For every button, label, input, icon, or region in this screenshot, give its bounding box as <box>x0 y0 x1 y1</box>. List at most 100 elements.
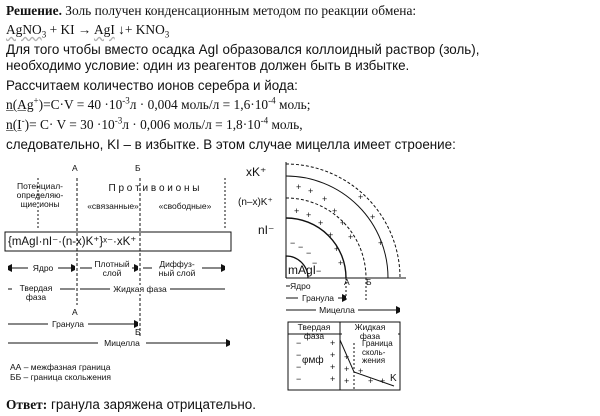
svg-text:+: + <box>340 218 345 228</box>
subscript-3b: 3 <box>164 29 170 40</box>
potential-ions-label: Потенциал- определяю- щие ионы <box>16 181 64 209</box>
diffuse-layer-label: Диффуз- ный слой <box>152 260 202 278</box>
sup-neg3b: -3 <box>114 115 123 126</box>
core-label-right: Ядро <box>290 281 311 291</box>
svg-text:−: − <box>316 266 321 276</box>
svg-text:+: + <box>380 376 385 386</box>
mark-a-top: А <box>72 163 78 173</box>
svg-text:−: − <box>298 242 303 252</box>
sup-neg4: -4 <box>268 95 276 106</box>
mark-a-right: А <box>344 277 350 287</box>
counter-ions-label: П р о т и в о и о н ы <box>108 183 200 194</box>
answer-text: гранула заряжена отрицательно. <box>47 397 256 412</box>
mark-b-right: Б <box>366 277 372 287</box>
micelle-scheme-left: А Б Потенциал- определяю- щие ионы П р о… <box>0 160 285 382</box>
magi-label: mAgI <box>288 263 317 277</box>
svg-text:+: + <box>334 244 339 254</box>
n-i-post: моль, <box>268 117 303 132</box>
svg-text:−: − <box>296 374 301 384</box>
core-label: Ядро <box>28 264 58 273</box>
solution-text: Золь получен конденсационным методом по … <box>61 3 417 18</box>
liquid-phase-label: Жидкая фаза <box>110 285 170 294</box>
mark-b-top: Б <box>135 163 141 173</box>
dense-layer-label: Плотный слой <box>92 260 132 278</box>
agno3: AgNO <box>6 22 42 37</box>
svg-text:+: + <box>344 364 349 374</box>
n-ag-pre: n(Ag <box>6 97 34 112</box>
k-label: K <box>390 373 397 384</box>
svg-text:+: + <box>344 376 349 386</box>
reaction-equation: AgNO3 + KI → AgI ↓+ KNO3 <box>6 22 170 40</box>
line-solution: Решение. Золь получен конденсационным ме… <box>6 3 416 18</box>
sup-neg4b: -4 <box>260 115 269 126</box>
svg-text:−: − <box>290 238 295 248</box>
eq-ki: + KI → <box>46 22 94 37</box>
right-scheme-lines: +++ +++ +++ +++ −−− −− +++ −−−− ++++ +++… <box>285 162 406 391</box>
svg-text:−: − <box>296 350 301 360</box>
solid-phase-label: Твердая фаза <box>12 284 60 302</box>
svg-text:+: + <box>330 338 335 348</box>
line-calculate: Рассчитаем количество ионов серебра и йо… <box>6 78 298 93</box>
svg-text:+: + <box>328 230 333 240</box>
answer-label: Ответ: <box>6 397 48 412</box>
slip-boundary-label: Граница сколь- жения <box>362 339 393 365</box>
line-n-i: n(I-)= C· V = 30 ·10-3л · 0,006 моль/л =… <box>6 115 303 132</box>
micelle-formula: {mAgI·nI⁻·(n-x)K⁺}ˣ⁻·xK⁺ <box>8 236 137 248</box>
sup-plus: + <box>33 95 39 106</box>
svg-text:+: + <box>344 352 349 362</box>
eq-agi: AgI <box>93 22 115 37</box>
legend-bb: ББ – граница скольжения <box>10 372 112 382</box>
mark-b-bottom: Б <box>135 327 141 337</box>
ni-label: nI⁻ <box>258 223 275 237</box>
micelle-label: Мицелла <box>98 339 146 348</box>
mark-a-bottom: А <box>72 307 78 317</box>
svg-text:+: + <box>378 238 383 248</box>
svg-text:+: + <box>358 192 363 202</box>
svg-text:+: + <box>296 182 301 192</box>
free-label: «свободные» <box>158 201 212 211</box>
svg-text:+: + <box>294 206 299 216</box>
subscript-3: 3 <box>41 29 47 40</box>
svg-text:−: − <box>312 258 317 268</box>
svg-text:+: + <box>370 212 375 222</box>
n-i-pre: n(I <box>6 117 22 132</box>
svg-text:+: + <box>338 258 343 268</box>
svg-text:+: + <box>322 194 327 204</box>
line-requirement: необходимо условие: один из реагентов до… <box>6 58 410 73</box>
micelle-label-right: Мицелла <box>316 306 358 315</box>
svg-text:+: + <box>348 232 353 242</box>
n-i-mid: )= C· V = 30 ·10 <box>24 117 115 132</box>
svg-text:+: + <box>318 218 323 228</box>
svg-text:+: + <box>308 186 313 196</box>
svg-text:−: − <box>306 248 311 258</box>
sup-neg3: -3 <box>122 95 130 106</box>
bound-label: «связанные» <box>87 201 139 211</box>
line-answer: Ответ: гранула заряжена отрицательно. <box>6 397 256 412</box>
svg-text:+: + <box>332 206 337 216</box>
line-condition: Для того чтобы вместо осадка AgI образов… <box>6 42 480 57</box>
svg-text:−: − <box>296 338 301 348</box>
xk-label: xK⁺ <box>246 165 267 179</box>
n-ag-mid: )=C·V = 40 ·10 <box>38 97 123 112</box>
svg-text:+: + <box>306 210 311 220</box>
line-micelle-structure: следовательно, KI – в избытке. В этом сл… <box>6 137 456 152</box>
liquid-phase-right: Жидкая фаза <box>342 323 398 341</box>
nxk-label: (n–x)K⁺ <box>238 197 273 208</box>
svg-text:+: + <box>330 350 335 360</box>
svg-text:−: − <box>296 362 301 372</box>
solid-phase-right: Твердая фаза <box>297 322 331 341</box>
svg-text:+: + <box>358 366 363 376</box>
n-ag-post: моль; <box>275 97 311 112</box>
legend-aa: АА – межфазная граница <box>10 362 111 372</box>
svg-text:+: + <box>330 362 335 372</box>
granule-label-right: Гранула <box>298 294 338 303</box>
n-ag-mid2: л · 0,004 моль/л = 1,6·10 <box>129 97 269 112</box>
sup-minus: - <box>21 115 25 126</box>
svg-text:+: + <box>368 376 373 386</box>
n-i-mid2: л · 0,006 моль/л = 1,8·10 <box>122 117 261 132</box>
phi-label: φмф <box>302 355 324 366</box>
eq-kno: ↓+ KNO <box>114 22 165 37</box>
solution-label: Решение. <box>6 3 62 18</box>
line-n-ag: n(Ag+)=C·V = 40 ·10-3л · 0,004 моль/л = … <box>6 95 311 112</box>
granule-label: Гранула <box>48 320 88 329</box>
